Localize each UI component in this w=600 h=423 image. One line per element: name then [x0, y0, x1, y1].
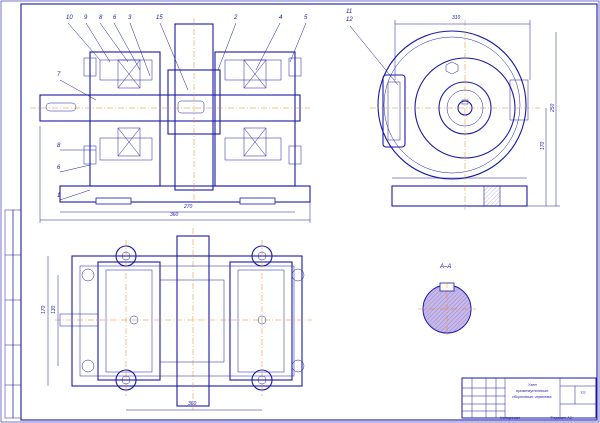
leader-label: 3: [128, 15, 132, 21]
dim-plan-bottom: 360: [188, 401, 197, 407]
title-line-3: сборочного чертежа: [512, 394, 552, 399]
leader-label: 5: [304, 15, 308, 21]
copied-label: Копировал: [500, 415, 520, 420]
leader-label: 6: [113, 15, 117, 21]
plan-view: [47, 228, 312, 412]
front-section-view: [30, 18, 311, 223]
leader-label: 15: [156, 15, 163, 21]
title-block: [461, 377, 597, 419]
leader-label: 2: [234, 15, 238, 21]
leader-label: 4: [279, 15, 283, 21]
leader-label: 1: [57, 193, 61, 199]
leader-label: 8: [57, 143, 61, 149]
leader-label: 9: [84, 15, 88, 21]
side-view: [349, 20, 560, 210]
dim-front-inner: 270: [184, 204, 193, 210]
dim-side-right-a: 250: [550, 103, 556, 112]
format-label: Формат А3: [550, 415, 572, 420]
dim-plan-left-a: 170: [41, 305, 47, 314]
dim-front-bottom: 360: [170, 212, 179, 218]
section-label: А–А: [440, 264, 452, 270]
title-line-2: промежуточного: [516, 388, 549, 393]
title-line-1: Узел: [528, 382, 537, 387]
side-label: 12: [346, 17, 353, 23]
dim-side-top: 310: [452, 15, 461, 21]
dim-plan-left-b: 130: [51, 305, 57, 314]
section-a-a: [418, 282, 476, 336]
leader-label: 10: [66, 15, 73, 21]
front-leader-lines: [59, 22, 307, 201]
leader-label: 6: [57, 165, 61, 171]
leader-label: 7: [57, 72, 61, 78]
side-label: 11: [346, 9, 353, 15]
sheet-code: ТП: [580, 390, 586, 395]
leader-label: 8: [99, 15, 103, 21]
dim-side-right-b: 170: [540, 141, 546, 150]
